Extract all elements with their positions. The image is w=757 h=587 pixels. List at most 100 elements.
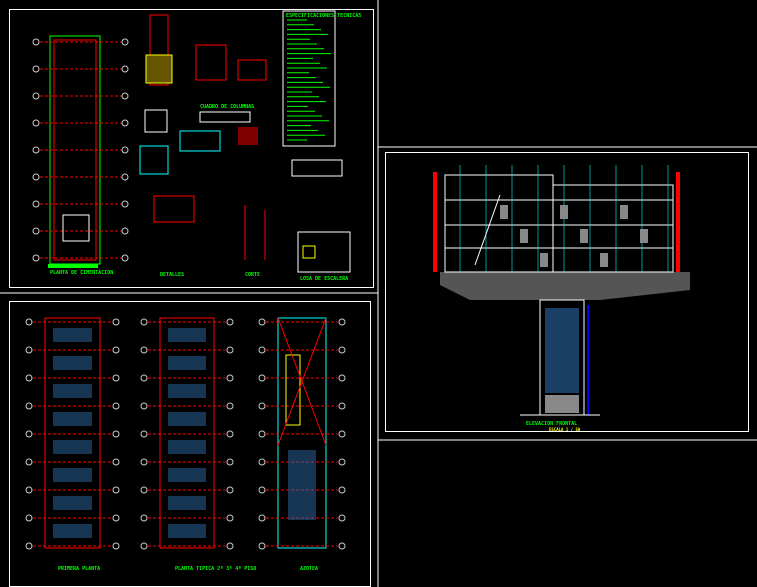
grid-bubble <box>338 486 346 494</box>
grid-bubble <box>258 402 266 410</box>
grid-bubble <box>121 146 129 154</box>
grid-bubble <box>140 318 148 326</box>
caption-scale: ESCALA 1 / 50 <box>549 427 581 432</box>
room-fill <box>53 524 92 538</box>
grid-bubble <box>140 430 148 438</box>
room-fill <box>53 384 92 398</box>
grid-bubble <box>112 402 120 410</box>
grid-bubble <box>121 92 129 100</box>
grid-bubble <box>112 542 120 550</box>
figure <box>500 205 508 219</box>
room-fill <box>168 384 206 398</box>
caption-foundation: PLANTA DE CIMENTACION <box>50 270 113 276</box>
figure <box>600 253 608 267</box>
grid-bubble <box>226 318 234 326</box>
grid-bubble <box>338 458 346 466</box>
grid-bubble <box>258 486 266 494</box>
viewport-details[interactable]: PLANTA DE CIMENTACION DETALLES CORTE LOS… <box>9 9 374 288</box>
grid-bubble <box>32 65 40 73</box>
grid-bubble <box>258 346 266 354</box>
detail-drawings <box>139 10 351 273</box>
grid-bubble <box>226 374 234 382</box>
stair <box>285 354 301 426</box>
grid-bubble <box>140 486 148 494</box>
caption-columns: CUADRO DE COLUMNAS <box>200 104 254 110</box>
grid-bubble <box>112 346 120 354</box>
room-fill <box>53 356 92 370</box>
room-fill <box>168 356 206 370</box>
grid-bubble <box>338 514 346 522</box>
grid-bubble <box>258 514 266 522</box>
grid-bubble <box>258 458 266 466</box>
grid-bubble <box>226 514 234 522</box>
grid-bubble <box>258 374 266 382</box>
figure <box>580 229 588 243</box>
room-fill <box>168 328 206 342</box>
grid-bubble <box>121 200 129 208</box>
caption-typical-floor: PLANTA TIPICA 2º 3º 4º PISO <box>175 566 256 572</box>
grid-bubble <box>140 458 148 466</box>
viewport-floor-plans[interactable]: PRIMERA PLANTA PLANTA TIPICA 2º 3º 4º PI… <box>9 301 371 587</box>
floor-plan-outline <box>277 317 327 549</box>
grid-bubble <box>140 514 148 522</box>
room-fill <box>168 468 206 482</box>
grid-bubble <box>121 227 129 235</box>
grid-bubble <box>338 346 346 354</box>
front-elevation <box>520 299 600 416</box>
caption-details: DETALLES <box>160 272 184 278</box>
room-fill <box>53 328 92 342</box>
foundation-plan <box>32 35 129 268</box>
grid-bubble <box>25 514 33 522</box>
grid-bubble <box>25 430 33 438</box>
grid-bubble <box>112 514 120 522</box>
grid-bubble <box>25 318 33 326</box>
caption-roof: AZOTEA <box>300 566 318 572</box>
figure <box>640 229 648 243</box>
figure <box>620 205 628 219</box>
grid-bubble <box>140 542 148 550</box>
grid-bubble <box>112 430 120 438</box>
grid-bubble <box>25 402 33 410</box>
caption-specs: ESPECIFICACIONES TECNICAS <box>286 13 361 19</box>
figure <box>560 205 568 219</box>
room-fill <box>168 524 206 538</box>
floor-plan-outline <box>159 317 215 549</box>
grid-bubble <box>338 402 346 410</box>
grid-bubble <box>258 542 266 550</box>
grid-bubble <box>32 173 40 181</box>
room-fill <box>168 412 206 426</box>
grid-bubble <box>32 200 40 208</box>
grid-bubble <box>32 119 40 127</box>
grid-bubble <box>25 346 33 354</box>
grid-bubble <box>140 374 148 382</box>
figure <box>520 229 528 243</box>
grid-bubble <box>258 318 266 326</box>
grid-bubble <box>338 542 346 550</box>
grid-bubble <box>25 374 33 382</box>
grid-bubble <box>140 402 148 410</box>
grid-bubble <box>112 318 120 326</box>
grid-bubble <box>226 486 234 494</box>
room-fill <box>53 440 92 454</box>
grid-bubble <box>338 430 346 438</box>
room-fill <box>168 496 206 510</box>
grid-bubble <box>338 374 346 382</box>
viewport-section-elevation[interactable]: ELEVACION FRONTAL ESCALA 1 / 50 <box>385 152 749 433</box>
grid-bubble <box>25 458 33 466</box>
caption-elevation: ELEVACION FRONTAL <box>526 421 577 427</box>
void-cross <box>277 317 327 446</box>
room-fill <box>53 496 92 510</box>
grid-bubble <box>226 346 234 354</box>
grid-bubble <box>32 227 40 235</box>
figure <box>540 253 548 267</box>
grid-bubble <box>32 146 40 154</box>
grid-bubble <box>121 38 129 46</box>
grid-bubble <box>121 65 129 73</box>
grid-bubble <box>140 346 148 354</box>
grid-bubble <box>112 486 120 494</box>
grid-bubble <box>226 458 234 466</box>
room-fill <box>53 468 92 482</box>
grid-bubble <box>121 119 129 127</box>
caption-stair: LOSA DE ESCALERA <box>300 276 348 282</box>
